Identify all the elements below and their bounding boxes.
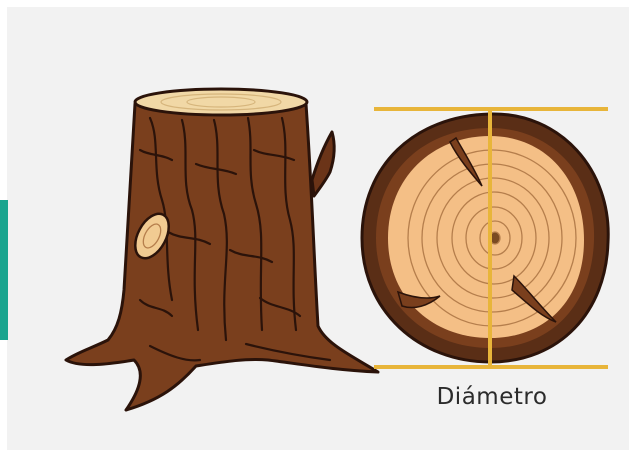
tree-stump-icon (66, 89, 378, 410)
log-cross-section-icon (362, 114, 608, 362)
diameter-label: Diámetro (392, 384, 592, 410)
stump-branch (312, 132, 334, 196)
